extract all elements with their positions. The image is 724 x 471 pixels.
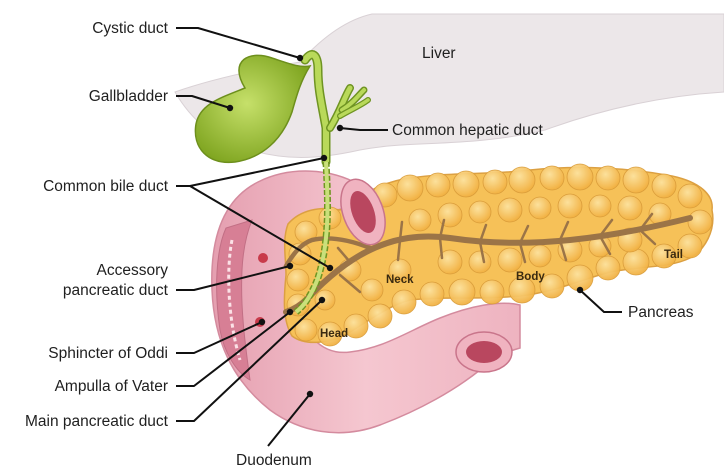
label-gallbladder: Gallbladder [89, 88, 168, 105]
region-label-neck: Neck [386, 274, 414, 286]
duodenum-cross-section-lower [456, 332, 512, 372]
label-pancreas: Pancreas [628, 304, 694, 321]
label-main-pancreatic-duct: Main pancreatic duct [25, 413, 169, 430]
label-common-bile-duct: Common bile duct [43, 178, 169, 195]
label-sphincter-of-oddi: Sphincter of Oddi [48, 345, 168, 362]
label-cystic-duct: Cystic duct [92, 20, 168, 37]
label-accessory-line1: Accessory [97, 262, 169, 279]
label-liver: Liver [422, 45, 456, 62]
label-duodenum: Duodenum [236, 452, 312, 469]
label-accessory-line2: pancreatic duct [63, 282, 169, 299]
label-common-hepatic-duct: Common hepatic duct [392, 122, 543, 139]
region-label-body: Body [516, 271, 545, 283]
region-label-head: Head [320, 328, 348, 340]
region-label-tail: Tail [664, 249, 683, 261]
label-ampulla-of-vater: Ampulla of Vater [55, 378, 168, 395]
